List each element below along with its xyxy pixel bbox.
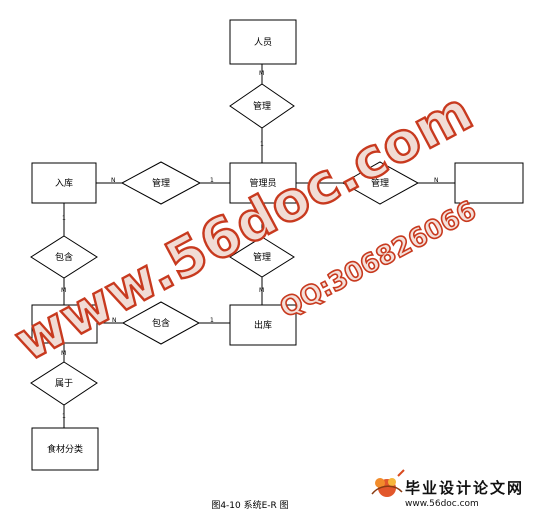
entity-box — [229, 162, 297, 204]
card-contain-bottom-1: 1 — [210, 317, 214, 324]
relationship-diamond — [229, 83, 295, 129]
connector-lines — [63, 64, 455, 428]
relationship-label: 管理 — [152, 177, 170, 189]
entity-label: 入库 — [55, 177, 73, 189]
card-manage-right-n: N — [434, 177, 439, 184]
relationship-diamond — [341, 161, 420, 205]
entity-inbound: 入库 — [31, 162, 97, 204]
relationship-manage-left: 管理 — [120, 161, 202, 205]
relationship-manage-right: 管理 — [341, 161, 420, 205]
logo-url: www.56doc.com — [405, 499, 479, 509]
entity-outbound: 出库 — [229, 304, 297, 346]
relationship-diamond — [121, 301, 201, 345]
relationship-label: 包含 — [55, 251, 73, 263]
entity-label: 出库 — [254, 319, 272, 331]
relationship-contain-bottom: 包含 — [121, 301, 201, 345]
relationship-label: 管理 — [253, 251, 271, 263]
relationship-label: 属于 — [55, 378, 73, 389]
logo-title: 毕业设计论文网 — [405, 479, 524, 497]
entity-mid-left-box — [31, 304, 98, 344]
figure-caption: 图4-10 系统E-R 图 — [211, 499, 288, 510]
entity-label: 食材分类 — [47, 443, 83, 455]
entity-box — [229, 304, 297, 346]
site-logo: 毕业设计论文网 www.56doc.com — [371, 469, 524, 509]
entity-right-box — [454, 162, 524, 204]
entity-box — [454, 162, 524, 204]
flower-logo-icon — [371, 469, 405, 497]
entity-box — [31, 304, 98, 344]
card-belongs-1: 1 — [62, 413, 66, 420]
card-manage-top-1: 1 — [260, 141, 264, 148]
relationship-diamond — [30, 361, 98, 406]
entity-label: 管理员 — [249, 177, 276, 189]
relationship-diamond — [229, 236, 295, 278]
relationship-manage-mid: 管理 — [229, 236, 295, 278]
relationship-label: 管理 — [371, 177, 389, 189]
relationship-belongs-to: 属于 — [30, 361, 98, 406]
card-contain-left-m: M — [61, 287, 66, 294]
relationship-label: 管理 — [253, 100, 271, 112]
entity-box — [31, 162, 97, 204]
entity-box — [229, 19, 297, 65]
card-midleft-n: N — [112, 317, 117, 324]
relationship-diamond — [120, 161, 202, 205]
card-manage-mid-m: M — [259, 287, 264, 294]
relationship-label: 包含 — [152, 317, 170, 329]
card-manage-left-1: 1 — [210, 177, 214, 184]
relationship-manage-top: 管理 — [229, 83, 295, 129]
relationship-diamond — [30, 235, 98, 279]
card-inbound-n: N — [111, 177, 116, 184]
cardinality-labels: M 1 N 1 N 1 M M N 1 M 1 — [61, 70, 439, 420]
entity-box — [31, 427, 99, 471]
card-midleft-m: M — [61, 350, 66, 357]
entity-personnel: 人员 — [229, 19, 297, 65]
relationship-contain-left: 包含 — [30, 235, 98, 279]
entity-label: 人员 — [254, 37, 272, 48]
card-personnel-m: M — [259, 70, 264, 77]
entity-admin: 管理员 — [229, 162, 297, 204]
card-inbound-1: 1 — [62, 215, 66, 222]
entity-food-category: 食材分类 — [31, 427, 99, 471]
